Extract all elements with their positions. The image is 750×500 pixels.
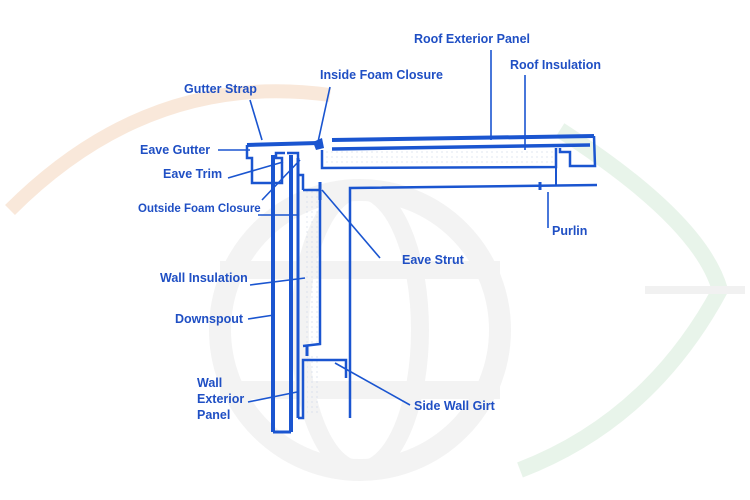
- label-roof-exterior-panel: Roof Exterior Panel: [414, 32, 530, 46]
- label-eave-gutter: Eave Gutter: [140, 143, 210, 157]
- eave-gutter-shape: [245, 138, 324, 185]
- wall-assembly-shape: [271, 151, 348, 434]
- label-wall-exterior-panel-1: Wall: [197, 376, 222, 390]
- roof-exterior-panel-shape: [320, 134, 597, 186]
- label-wall-exterior-panel-2: Exterior: [197, 392, 244, 406]
- label-outside-foam-closure: Outside Foam Closure: [138, 203, 261, 215]
- label-side-wall-girt: Side Wall Girt: [414, 399, 496, 413]
- label-eave-trim: Eave Trim: [163, 167, 222, 181]
- label-roof-insulation: Roof Insulation: [510, 58, 601, 72]
- label-inside-foam-closure: Inside Foam Closure: [320, 68, 443, 82]
- label-eave-strut: Eave Strut: [402, 253, 465, 267]
- label-wall-exterior-panel-3: Panel: [197, 408, 230, 422]
- label-downspout: Downspout: [175, 312, 244, 326]
- watermark-logo: [5, 84, 745, 481]
- leader-lines: [218, 50, 549, 406]
- label-purlin: Purlin: [552, 224, 587, 238]
- label-wall-insulation: Wall Insulation: [160, 271, 248, 285]
- purlin-shape: [348, 182, 598, 418]
- label-gutter-strap: Gutter Strap: [184, 82, 257, 96]
